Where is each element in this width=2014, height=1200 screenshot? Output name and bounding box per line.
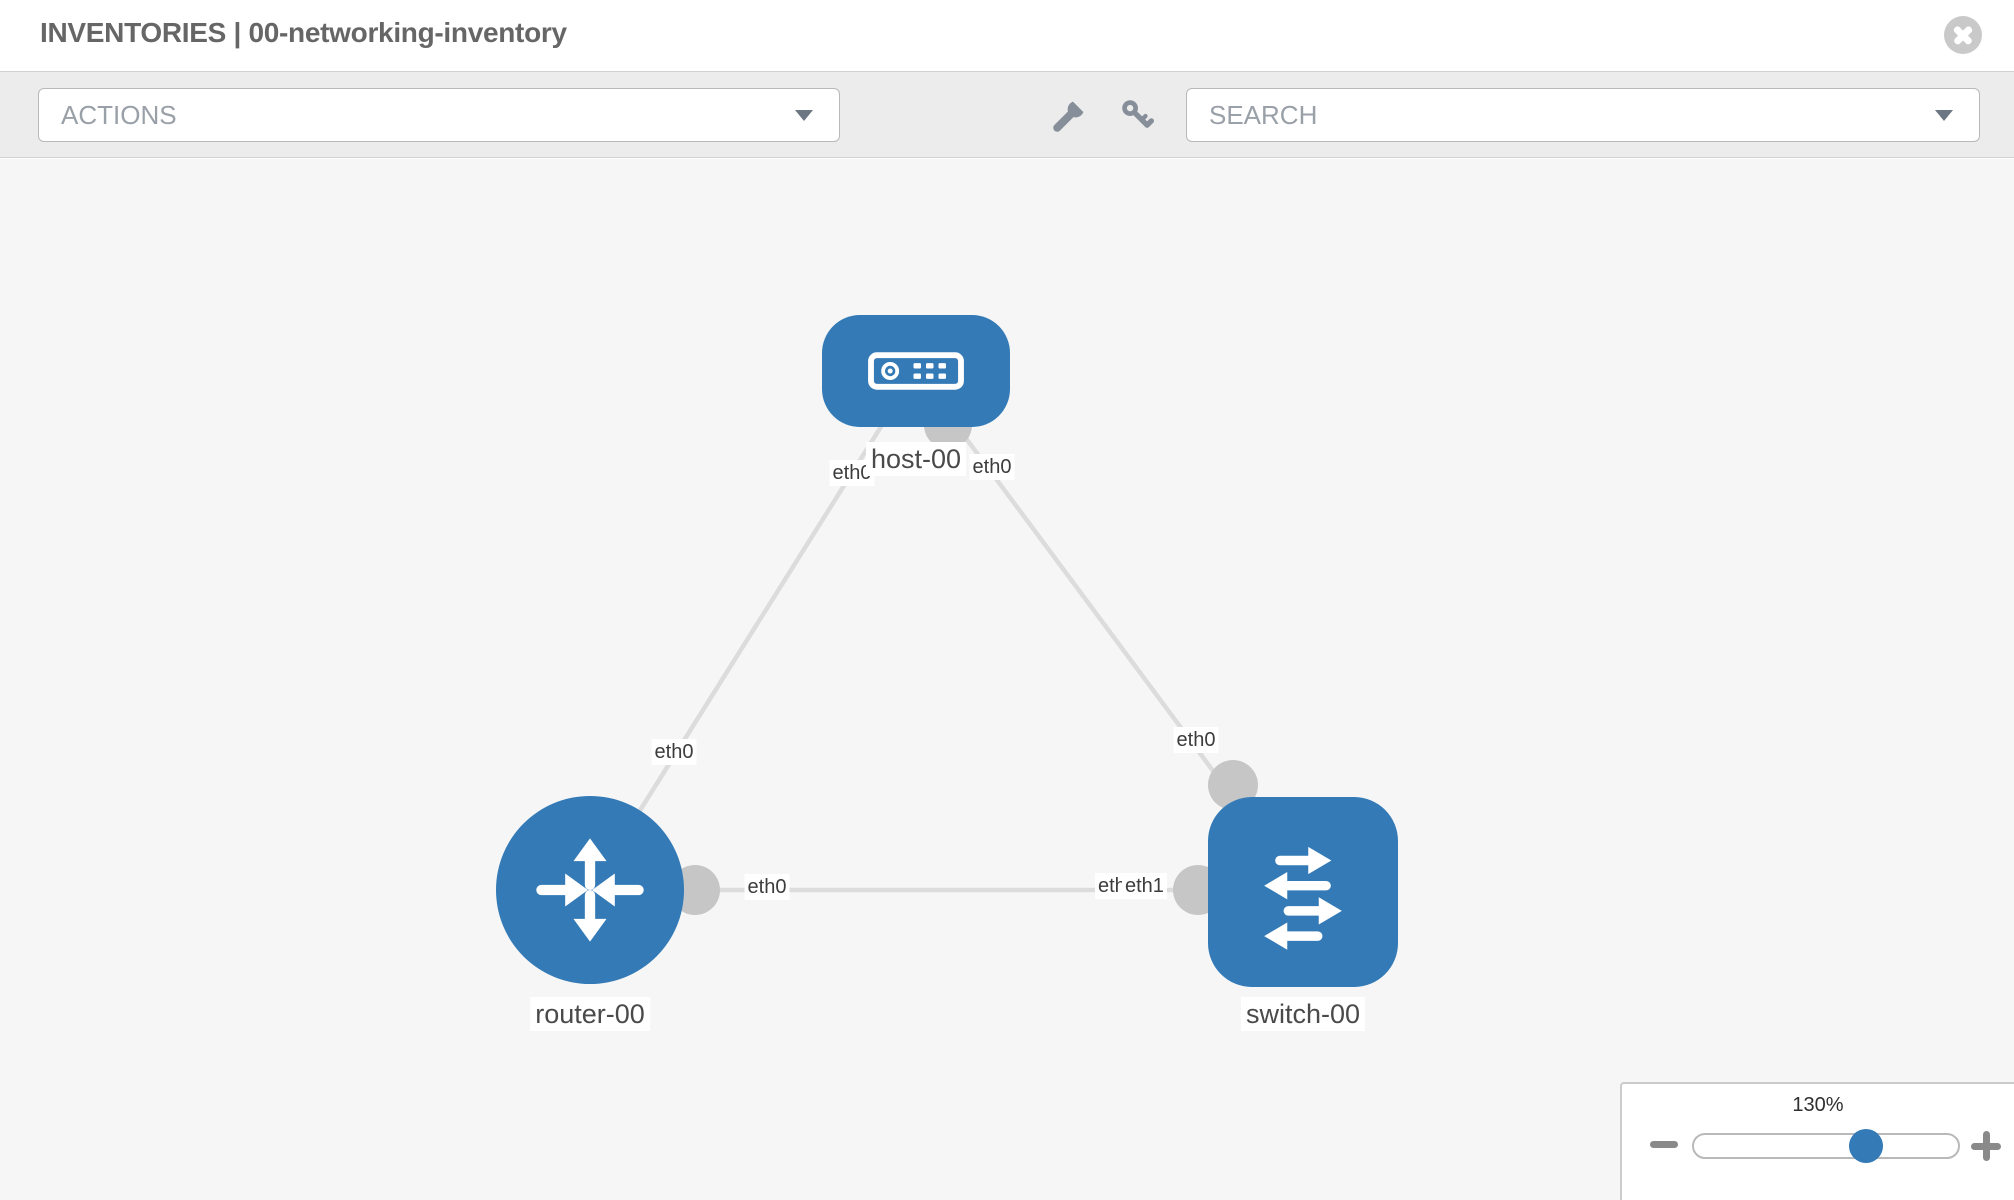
host-icon: [868, 352, 964, 390]
node-label-switch: switch-00: [1240, 997, 1366, 1031]
interface-label: eth1: [1122, 873, 1167, 899]
node-host-00[interactable]: [822, 315, 1010, 427]
router-icon: [536, 838, 644, 942]
zoom-in-button[interactable]: [1970, 1130, 2002, 1162]
key-icon[interactable]: [1120, 98, 1154, 132]
link-host-router: [588, 369, 918, 892]
search-dropdown-label: SEARCH: [1209, 100, 1318, 130]
page-title: INVENTORIES | 00-networking-inventory: [40, 17, 567, 48]
topology-links: [588, 369, 1305, 915]
actions-dropdown[interactable]: ACTIONS: [38, 88, 840, 142]
wrench-icon[interactable]: [1051, 98, 1087, 134]
zoom-out-button[interactable]: [1650, 1141, 1678, 1148]
actions-dropdown-label: ACTIONS: [61, 100, 177, 130]
zoom-level-readout: 130%: [1792, 1094, 1844, 1116]
interface-label: eth0: [744, 874, 790, 900]
node-switch-00[interactable]: [1208, 797, 1398, 987]
toolbar: ACTIONS SEARCH: [0, 71, 2014, 158]
topology-canvas[interactable]: eth0 eth0 eth0 eth0 eth0 eth0 eth1 host-…: [0, 159, 2014, 1200]
node-router-00[interactable]: [496, 796, 684, 984]
node-label-router: router-00: [530, 997, 650, 1031]
interface-label: eth0: [651, 739, 697, 765]
search-dropdown[interactable]: SEARCH: [1186, 88, 1980, 142]
switch-icon: [1264, 846, 1342, 950]
chevron-down-icon: [795, 110, 813, 121]
zoom-slider-thumb[interactable]: [1849, 1129, 1883, 1163]
zoom-control-panel: 130%: [1620, 1082, 2014, 1200]
titlebar: INVENTORIES | 00-networking-inventory: [0, 0, 2014, 71]
interface-label: eth0: [969, 454, 1015, 480]
node-label-host: host-00: [865, 442, 967, 476]
interface-label: eth0: [1173, 727, 1219, 753]
chevron-down-icon: [1935, 110, 1953, 121]
zoom-slider[interactable]: [1692, 1129, 1960, 1163]
plus-icon: [1982, 1131, 1990, 1161]
close-button[interactable]: [1944, 16, 1982, 54]
